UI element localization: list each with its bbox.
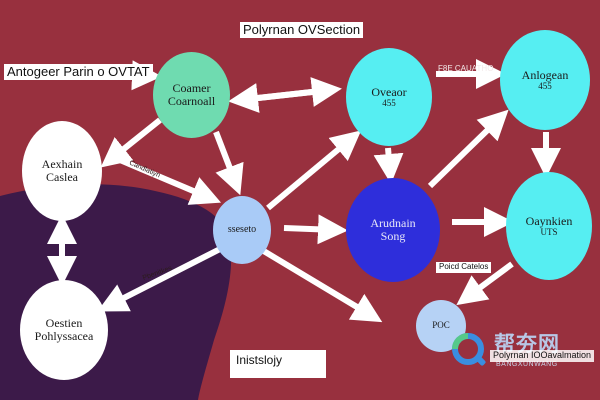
- node-top-left-line2: Coarnoall: [167, 94, 216, 108]
- node-right: Oaynkien UTS: [506, 172, 592, 280]
- top-right-callout-label: F8E CAUATHO: [438, 64, 494, 73]
- node-mid-blue-line1: Arudnain: [370, 216, 416, 231]
- node-bottom-left-line1: Oestien: [45, 316, 83, 331]
- arrow-top-left-to-left: [100, 117, 162, 168]
- arrow-mid-blue-to-top-right: [427, 109, 509, 189]
- node-left-line1: Aexhain: [41, 157, 83, 172]
- arrow-right-to-small: [456, 261, 514, 306]
- node-top-right: Anlogean 455: [500, 30, 590, 130]
- node-right-line1: Oaynkien: [525, 213, 573, 228]
- arrow-center-to-bottom-right: [260, 247, 383, 323]
- node-top-mid-line2: 455: [382, 97, 396, 108]
- node-left-line2: Caslea: [46, 170, 78, 184]
- watermark-logo-icon: [452, 333, 486, 366]
- node-center-line1: sseseto: [227, 223, 257, 235]
- overlay-label: Polyrnan IOOavalmation: [490, 350, 595, 362]
- node-right-line2: UTS: [540, 226, 558, 237]
- arrow-center-to-mid-blue: [283, 214, 348, 245]
- arrow-top-mid-to-mid-blue: [373, 147, 404, 184]
- arrow-center-to-bottom-left: [97, 245, 224, 312]
- watermark-english-text: BANGXUNWANG: [496, 361, 558, 368]
- arrow-center-to-top-mid: [266, 130, 362, 211]
- diagram-title: Polyrnan OVSection: [240, 22, 364, 39]
- node-top-mid-line1: Oveaor: [371, 84, 407, 99]
- node-top-mid: Oveaor 455: [346, 48, 432, 146]
- node-left: Aexhain Caslea: [22, 121, 102, 221]
- node-bottom-left-line2: Pohlyssacea: [34, 329, 94, 343]
- node-mid-blue: Arudnain Song: [346, 178, 440, 282]
- node-bottom-left: Oestien Pohlyssacea: [20, 280, 108, 380]
- node-center: sseseto: [213, 196, 271, 264]
- node-mid-blue-line2: Song: [380, 229, 406, 243]
- node-top-left: Coamer Coarnoall: [153, 52, 230, 138]
- arrow-top-mid-to-top-left: [228, 83, 331, 113]
- arrow-top-left-to-center: [213, 130, 244, 196]
- right-callout-label: Poicd Catelos: [436, 262, 492, 273]
- left-callout-label: Antogeer Parin o OVTAT: [4, 64, 153, 81]
- node-top-right-line2: 455: [538, 80, 552, 91]
- bottom-callout-label: Inistslojy: [230, 350, 326, 378]
- node-top-right-line1: Anlogean: [521, 67, 569, 82]
- node-top-left-line1: Coamer: [172, 81, 211, 96]
- arrow-left-to-center: [118, 157, 222, 205]
- node-small-line1: POC: [432, 320, 450, 331]
